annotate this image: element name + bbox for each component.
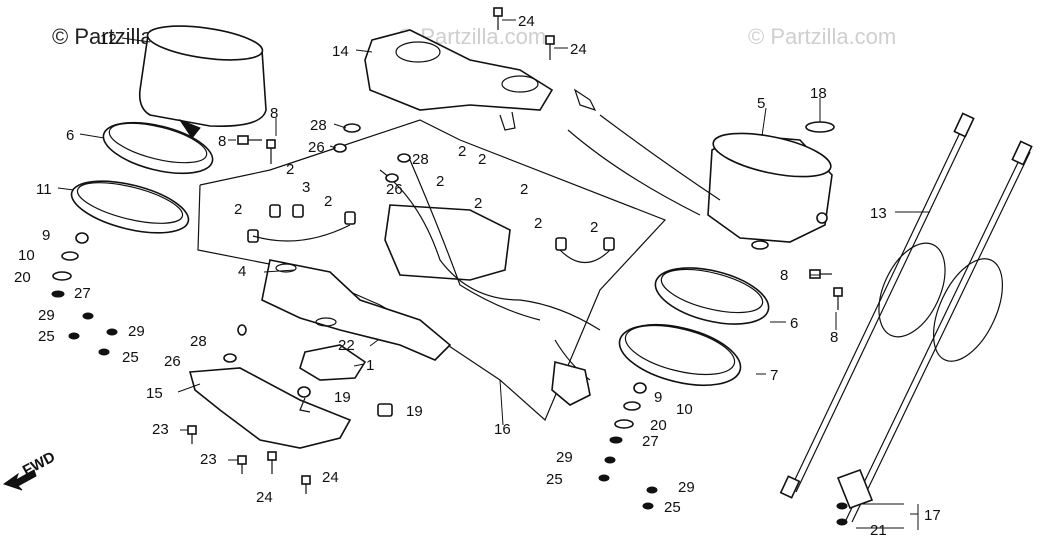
callout-23: 23 — [152, 421, 169, 438]
cable-13 — [779, 112, 1033, 523]
callout-12: 12 — [100, 31, 117, 48]
callout-11: 11 — [36, 181, 52, 198]
callout-29: 29 — [556, 449, 573, 466]
ring-7 — [618, 324, 742, 386]
bolt-8-c — [809, 269, 832, 279]
callout-23: 23 — [200, 451, 217, 468]
callout-28: 28 — [310, 117, 327, 134]
callout-4: 4 — [238, 263, 246, 280]
bolt-24-d — [301, 475, 311, 494]
callout-15: 15 — [146, 385, 163, 402]
bolt-8-d — [833, 287, 843, 310]
callout-10: 10 — [18, 247, 35, 264]
callout-24: 24 — [256, 489, 273, 506]
ring-11 — [70, 180, 190, 234]
callout-2: 2 — [590, 219, 598, 236]
callout-26: 26 — [386, 181, 403, 198]
callout-6: 6 — [790, 315, 798, 332]
callout-13: 13 — [870, 205, 887, 222]
bolt-24-a — [493, 7, 503, 30]
callout-10: 10 — [676, 401, 693, 418]
ring-6-left — [102, 121, 214, 175]
bolt-23-a — [187, 425, 197, 444]
washer-18 — [805, 121, 835, 133]
callout-19: 19 — [334, 389, 351, 406]
small-hardware — [51, 123, 848, 526]
callout-3: 3 — [302, 179, 310, 196]
bolt-23-b — [237, 455, 247, 474]
callout-1: 1 — [366, 357, 374, 374]
watermark-top-right: © Partzilla.com — [748, 24, 896, 49]
callout-6: 6 — [66, 127, 74, 144]
fwd-arrow: FWD — [2, 448, 58, 491]
callout-29: 29 — [38, 307, 55, 324]
callout-22: 22 — [338, 337, 355, 354]
callout-20: 20 — [14, 269, 31, 286]
callout-2: 2 — [324, 193, 332, 210]
callout-25: 25 — [38, 328, 55, 345]
housing-14 — [364, 29, 554, 131]
callout-28: 28 — [412, 151, 429, 168]
callout-16: 16 — [494, 421, 511, 438]
callout-17: 17 — [924, 507, 941, 524]
callout-14: 14 — [332, 43, 349, 60]
cover-15 — [188, 367, 352, 449]
callout-2: 2 — [520, 181, 528, 198]
gauge-12 — [138, 25, 267, 139]
gauge-5 — [707, 132, 833, 243]
indicator-unit-1 — [299, 344, 367, 381]
callout-27: 27 — [74, 285, 91, 302]
bolt-24-c — [267, 451, 277, 474]
callout-8: 8 — [780, 267, 788, 284]
callout-24: 24 — [322, 469, 339, 486]
callout-2: 2 — [474, 195, 482, 212]
leader-lines — [57, 19, 930, 530]
wiring-harness-16 — [379, 88, 721, 406]
callout-19: 19 — [406, 403, 423, 420]
callout-29: 29 — [128, 323, 145, 340]
callout-21: 21 — [870, 522, 887, 539]
callout-29: 29 — [678, 479, 695, 496]
bolt-24-b — [545, 35, 555, 60]
callout-2: 2 — [436, 173, 444, 190]
callout-2: 2 — [234, 201, 242, 218]
callout-2: 2 — [458, 143, 466, 160]
callout-8: 8 — [218, 133, 226, 150]
callout-20: 20 — [650, 417, 667, 434]
callout-26: 26 — [308, 139, 325, 156]
callout-25: 25 — [664, 499, 681, 516]
bracket-4 — [261, 259, 452, 361]
callout-25: 25 — [546, 471, 563, 488]
callout-7: 7 — [770, 367, 778, 384]
fwd-label: FWD — [20, 448, 58, 479]
callout-24: 24 — [518, 13, 535, 30]
callout-9: 9 — [654, 389, 662, 406]
callout-18: 18 — [810, 85, 827, 102]
callout-24: 24 — [570, 41, 587, 58]
callout-2: 2 — [534, 215, 542, 232]
callout-8: 8 — [270, 105, 278, 122]
sockets-right — [555, 237, 615, 264]
callout-2: 2 — [286, 161, 294, 178]
bolt-8-a — [237, 135, 262, 145]
ring-6-right — [654, 267, 770, 325]
callout-25: 25 — [122, 349, 139, 366]
sockets-left — [247, 204, 356, 243]
callout-26: 26 — [164, 353, 181, 370]
callout-5: 5 — [757, 95, 765, 112]
callout-28: 28 — [190, 333, 207, 350]
callout-8: 8 — [830, 329, 838, 346]
callout-labels: 12 14 24 24 5 18 6 8 8 28 26 11 2 3 2 2 … — [14, 13, 941, 539]
callout-27: 27 — [642, 433, 659, 450]
callout-9: 9 — [42, 227, 50, 244]
callout-2: 2 — [478, 151, 486, 168]
bolt-8-b — [266, 139, 276, 164]
